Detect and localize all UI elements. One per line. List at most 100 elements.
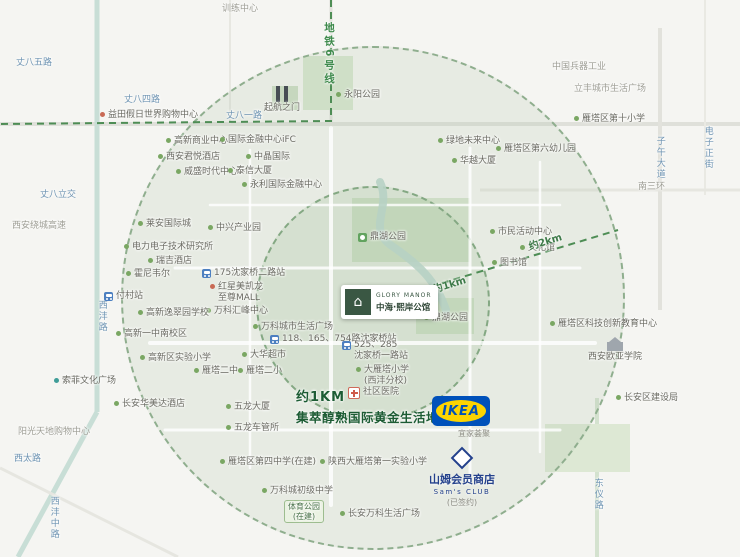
poi-label: 电子正街 — [702, 126, 713, 170]
poi-road: 丈八五路 — [16, 58, 52, 69]
poi-label: 图书馆 — [500, 258, 528, 268]
green-dot-icon — [194, 368, 199, 373]
poi-green: 长安华美达酒店 — [114, 399, 185, 410]
poi-label: 西沣路 — [96, 300, 107, 333]
poi-label: 鼎湖公园 — [370, 232, 407, 242]
poi-label: 长安华美达酒店 — [122, 399, 186, 409]
poi-label: 社区医院 — [363, 387, 400, 397]
green-dot-icon — [116, 331, 121, 336]
poi-label: 瑞吉酒店 — [156, 256, 193, 266]
poi-green: 雁塔区第十小学 — [574, 114, 645, 125]
poi-bus: 525、285 沈家桥一路站 — [342, 340, 408, 362]
green-dot-icon — [253, 324, 258, 329]
green-dot-icon — [220, 459, 225, 464]
green-dot-icon — [166, 138, 171, 143]
poi-green: 莱安国际城 — [138, 219, 191, 230]
ikea-caption: 宜家荟聚 — [458, 429, 490, 438]
green-dot-icon — [246, 154, 251, 159]
sams-club-marker: 山姆会员商店 Sam's CLUB (已签约) — [414, 446, 510, 508]
poi-label: 高新一中南校区 — [124, 329, 188, 339]
green-dot-icon — [114, 401, 119, 406]
green-dot-icon — [176, 169, 181, 174]
property-card: ⌂ GLORY MANOR 中海·熙岸公馆 — [341, 285, 438, 319]
green-dot-icon — [490, 229, 495, 234]
poi-label: 泰信大厦 — [236, 166, 273, 176]
poi-green: 中兴产业园 — [208, 223, 261, 234]
poi-green: 雁塔区第六幼儿园 — [496, 144, 576, 155]
poi-teal: 索菲文化广场 — [54, 376, 116, 387]
green-dot-icon — [138, 310, 143, 315]
poi-label: 体育公园 (在建) — [284, 500, 324, 524]
poi-gray: 南三环 — [638, 182, 665, 193]
poi-label: 万科汇峰中心 — [214, 306, 269, 316]
poi-label: 立丰城市生活广场 — [574, 84, 647, 94]
poi-green: 大华超市 — [242, 350, 286, 361]
poi-green: 高新逸翠园学校 — [138, 308, 209, 319]
poi-red: 红星美凯龙 至尊MALL — [210, 282, 263, 304]
poi-road: 西太路 — [14, 454, 41, 465]
ikea-logo-text: IKEA — [442, 403, 480, 419]
poi-label: 525、285 沈家桥一路站 — [354, 340, 409, 361]
bus-stop-icon — [342, 341, 351, 350]
poi-green: 威盛时代中心 — [176, 167, 238, 178]
green-dot-icon — [208, 225, 213, 230]
poi-label: 长安区建设局 — [624, 393, 679, 403]
poi-label: 莱安国际城 — [146, 219, 192, 229]
poi-label: 118、165、754路沈家桥站 — [282, 334, 397, 344]
poi-label: 丈八一路 — [226, 111, 263, 121]
poi-green: 雁塔二小 — [238, 366, 282, 377]
poi-label: 雁塔区科技创新教育中心 — [558, 319, 658, 329]
poi-green: 万科城市生活广场 — [253, 322, 333, 333]
ikea-marker: IKEA 宜家荟聚 — [432, 396, 490, 439]
green-dot-icon — [452, 158, 457, 163]
poi-pill: 体育公园 (在建) — [284, 500, 324, 524]
poi-green: 高新区实验小学 — [140, 353, 211, 364]
poi-road-v: 电子正街 — [702, 126, 713, 170]
poi-green: 雁塔区科技创新教育中心 — [550, 319, 657, 330]
poi-road-v: 西沣路 — [96, 300, 107, 333]
green-dot-icon — [124, 244, 129, 249]
poi-label: 高新商业中心 — [174, 136, 229, 146]
poi-green: 永阳公园 — [336, 90, 380, 101]
green-dot-icon — [148, 258, 153, 263]
poi-label: 绿地未来中心 — [446, 136, 501, 146]
poi-green: 长安区建设局 — [616, 393, 678, 404]
poi-label: 东仪路 — [592, 478, 603, 511]
poi-road: 丈八一路 — [226, 111, 262, 122]
poi-gray: 西安绕城高速 — [12, 221, 66, 232]
green-dot-icon — [220, 137, 225, 142]
poi-green: 高新商业中心 — [166, 136, 228, 147]
poi-green: 陕西大雁塔第一实验小学 — [320, 457, 427, 468]
green-dot-icon — [616, 395, 621, 400]
property-name-cn: 中海·熙岸公馆 — [376, 302, 431, 313]
poi-gray: 中国兵器工业 — [552, 62, 606, 73]
poi-label: 175沈家桥二路站 — [214, 268, 286, 278]
poi-gray: 训练中心 — [222, 4, 258, 15]
metro-line-6-label: 地铁6号线 — [323, 22, 335, 87]
poi-label: 高新区实验小学 — [148, 353, 212, 363]
poi-label: 西安绕城高速 — [12, 221, 67, 231]
green-dot-icon — [520, 245, 525, 250]
gate-towers-icon — [276, 86, 288, 102]
poi-green: 五龙车管所 — [226, 423, 279, 434]
poi-green: 永利国际金融中心 — [242, 180, 322, 191]
poi-hospital: 社区医院 — [348, 387, 399, 399]
bus-stop-icon — [202, 269, 211, 278]
poi-label: 阳光天地购物中心 — [18, 427, 91, 437]
poi-label: 中兴产业园 — [216, 223, 262, 233]
poi-label: 丈八五路 — [16, 58, 53, 68]
poi-label: 华越大厦 — [460, 156, 497, 166]
sams-club-logo-icon — [450, 446, 474, 470]
poi-green: 泰信大厦 — [228, 166, 272, 177]
red-dot-icon — [210, 284, 215, 289]
poi-park: 鼎湖公园 — [358, 232, 406, 243]
poi-label: 雁塔二中 — [202, 366, 239, 376]
park-icon — [358, 233, 367, 242]
poi-red: 益田假日世界购物中心 — [100, 110, 198, 121]
poi-green: 高新一中南校区 — [116, 329, 187, 340]
green-dot-icon — [238, 368, 243, 373]
green-dot-icon — [574, 116, 579, 121]
poi-label: 五龙车管所 — [234, 423, 280, 433]
poi-label: 长安万科生活广场 — [348, 509, 421, 519]
poi-label: 中晶国际 — [254, 152, 291, 162]
